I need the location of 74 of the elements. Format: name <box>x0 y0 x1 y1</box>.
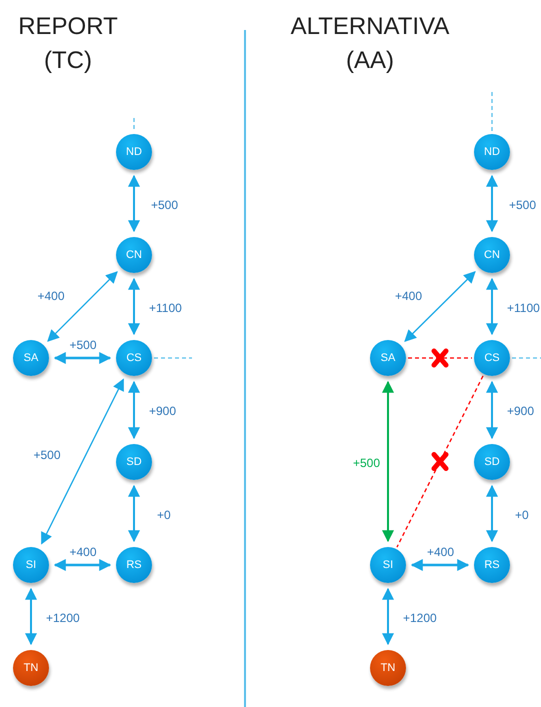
arrow <box>404 271 476 342</box>
dashed-line <box>154 357 192 359</box>
edge-label: +500 <box>32 448 62 462</box>
node-circle <box>13 340 49 376</box>
node-circle <box>13 650 49 686</box>
edge-label: +1100 <box>148 300 183 314</box>
edge-label: +0 <box>514 508 530 522</box>
node-circle <box>116 547 152 583</box>
arrow <box>41 378 124 545</box>
node-label: SD <box>484 456 500 468</box>
panel-title: ALTERNATIVA (AA) <box>290 12 450 76</box>
arrow <box>382 380 394 542</box>
edge-label: +400 <box>68 545 98 559</box>
arrow <box>410 559 470 571</box>
node-label: CS <box>126 352 142 364</box>
arrow <box>128 174 140 232</box>
node-label: TN <box>380 662 396 674</box>
arrow <box>25 588 37 646</box>
arrow <box>54 559 112 571</box>
edge-label: +900 <box>148 404 178 418</box>
arrow <box>486 174 498 232</box>
node-circle <box>474 134 510 170</box>
arrow <box>54 352 112 364</box>
node-label: RS <box>126 559 142 571</box>
node-label: SI <box>26 559 36 571</box>
dashed-line <box>491 92 493 132</box>
node-circle <box>474 340 510 376</box>
arrow <box>486 278 498 336</box>
node-label: SD <box>126 456 142 468</box>
edge-label: +500 <box>150 198 180 212</box>
arrow <box>47 271 118 342</box>
node-label: RS <box>484 559 500 571</box>
edge-label: +1200 <box>402 610 438 624</box>
node-circle <box>13 547 49 583</box>
edge-label: +500 <box>508 198 538 212</box>
edge-label: +0 <box>156 508 172 522</box>
edge-label: +500 <box>352 456 382 470</box>
node-circle <box>474 237 510 273</box>
edge-label: +400 <box>426 545 456 559</box>
node-label: SA <box>380 352 396 364</box>
arrow <box>128 380 140 440</box>
panel-title: REPORT (TC) <box>17 12 119 76</box>
node-circle <box>116 340 152 376</box>
edge-label: +1100 <box>506 300 541 314</box>
node-circle <box>116 237 152 273</box>
node-circle <box>370 547 406 583</box>
edge-label: +900 <box>506 404 536 418</box>
node-label: CS <box>484 352 500 364</box>
arrow <box>382 588 394 646</box>
node-label: SI <box>382 559 394 571</box>
node-circle <box>116 444 152 480</box>
dashed-line <box>512 357 541 359</box>
edge-label: +400 <box>394 288 424 302</box>
node-label: CN <box>126 249 142 261</box>
arrow <box>486 380 498 440</box>
edge-label: +1200 <box>45 610 81 624</box>
node-circle <box>474 547 510 583</box>
edge-label: +500 <box>68 338 98 352</box>
node-circle <box>474 444 510 480</box>
node-circle <box>370 650 406 686</box>
arrow <box>128 484 140 542</box>
node-label: ND <box>126 146 142 158</box>
dashed-line <box>133 118 135 132</box>
node-label: SA <box>24 352 38 364</box>
dashed-line <box>408 357 472 359</box>
dashed-line <box>396 376 484 548</box>
node-circle <box>370 340 406 376</box>
node-label: CN <box>484 249 500 261</box>
arrow <box>486 484 498 542</box>
node-circle <box>116 134 152 170</box>
edge-label: +400 <box>36 288 66 302</box>
node-label: ND <box>484 146 500 158</box>
arrow <box>128 278 140 336</box>
node-label: TN <box>24 662 38 674</box>
